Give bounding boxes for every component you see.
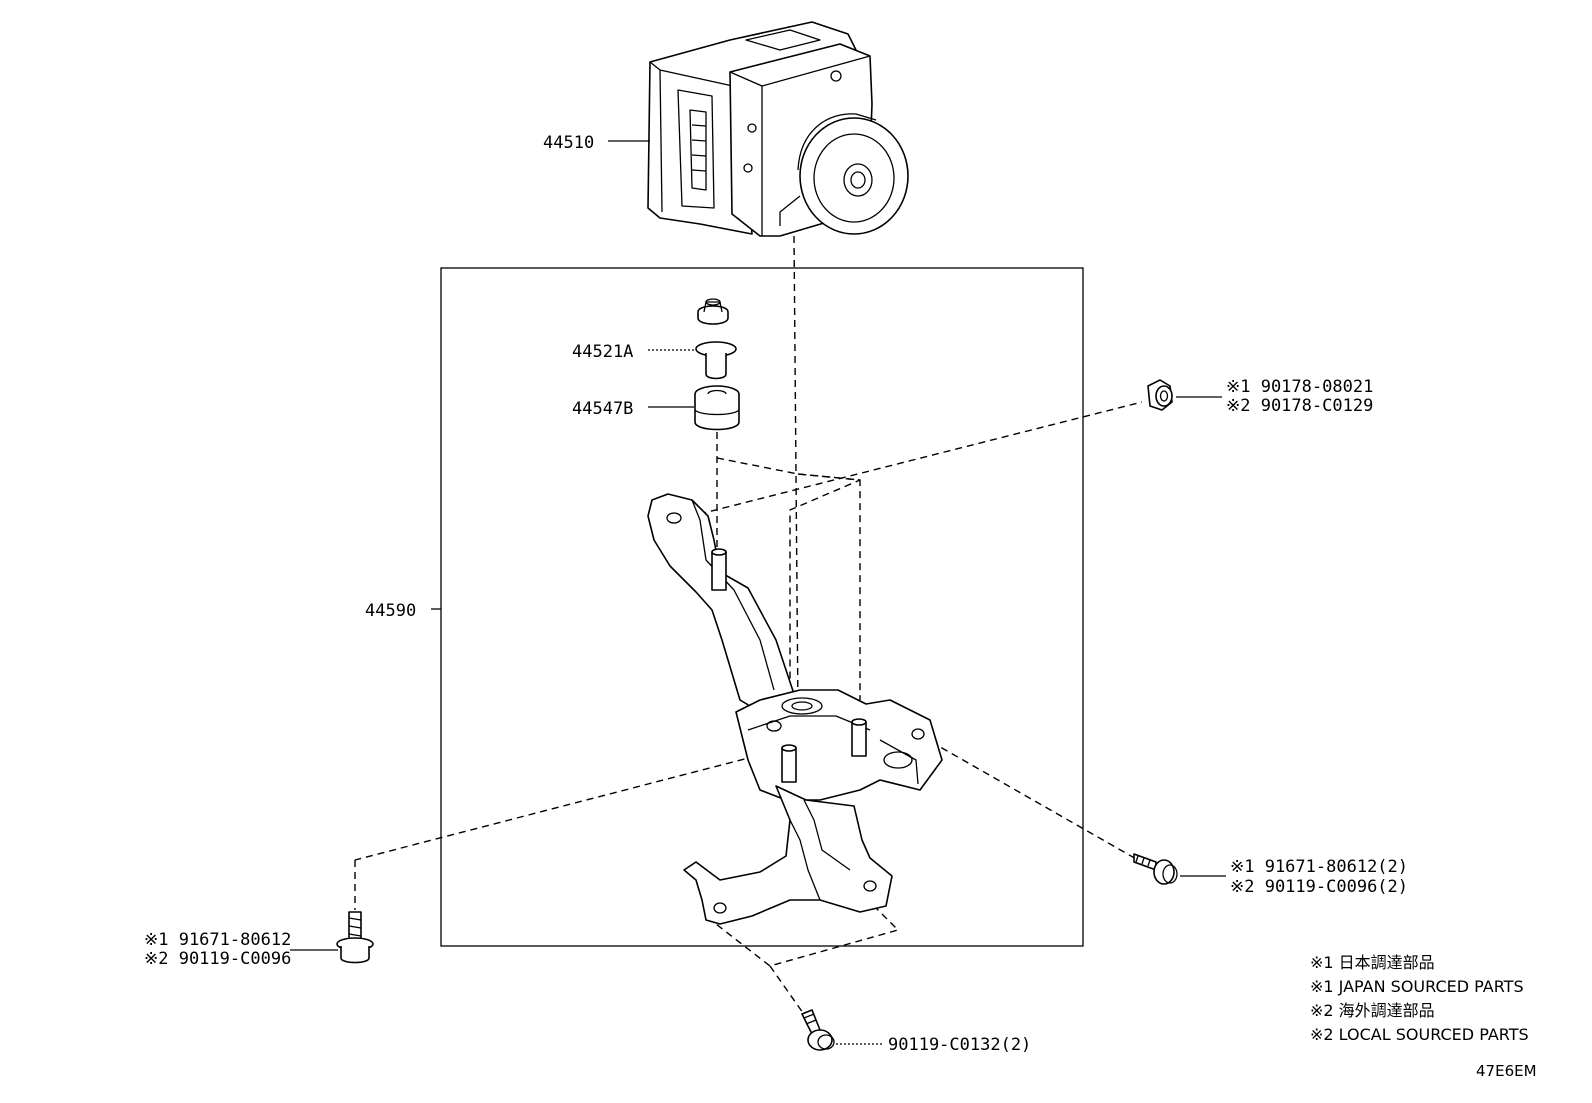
part-number-nut-2[interactable]: ※2 90178-C0129 xyxy=(1226,396,1373,416)
abs-actuator[interactable] xyxy=(647,21,909,237)
part-number-44590[interactable]: 44590 xyxy=(365,601,416,621)
part-number-44547b[interactable]: 44547B xyxy=(572,399,633,419)
legend-line-2: ※1 JAPAN SOURCED PARTS xyxy=(1310,977,1524,996)
legend-line-4: ※2 LOCAL SOURCED PARTS xyxy=(1310,1025,1529,1044)
legend: ※1 日本調達部品 ※1 JAPAN SOURCED PARTS ※2 海外調達… xyxy=(1310,953,1529,1044)
bolt-right-icon[interactable] xyxy=(1133,853,1178,885)
part-number-44521a[interactable]: 44521A xyxy=(572,342,633,362)
part-number-nut-1[interactable]: ※1 90178-08021 xyxy=(1226,377,1373,397)
part-number-bolt-bottom[interactable]: 90119-C0132(2) xyxy=(888,1035,1031,1055)
bracket-44590[interactable] xyxy=(647,493,943,925)
assembly-frame xyxy=(440,267,1084,947)
legend-line-3: ※2 海外調達部品 xyxy=(1310,1001,1435,1020)
part-number-bolt-left-2[interactable]: ※2 90119-C0096 xyxy=(144,949,291,969)
grommet-44547b-icon[interactable] xyxy=(694,385,740,431)
part-number-44510[interactable]: 44510 xyxy=(543,133,594,153)
bolt-left-icon[interactable] xyxy=(336,911,374,964)
legend-line-1: ※1 日本調達部品 xyxy=(1310,953,1435,972)
part-number-bolt-right-1[interactable]: ※1 91671-80612(2) xyxy=(1230,857,1408,877)
bolt-bottom-icon[interactable] xyxy=(801,1009,835,1051)
diagram-code: 47E6EM xyxy=(1476,1062,1537,1080)
part-number-bolt-left-1[interactable]: ※1 91671-80612 xyxy=(144,930,291,950)
part-number-bolt-right-2[interactable]: ※2 90119-C0096(2) xyxy=(1230,877,1408,897)
collar-44521a-icon[interactable] xyxy=(695,341,737,380)
flange-nut-top-icon[interactable] xyxy=(697,298,729,325)
flange-nut-right-icon[interactable] xyxy=(1147,379,1173,411)
